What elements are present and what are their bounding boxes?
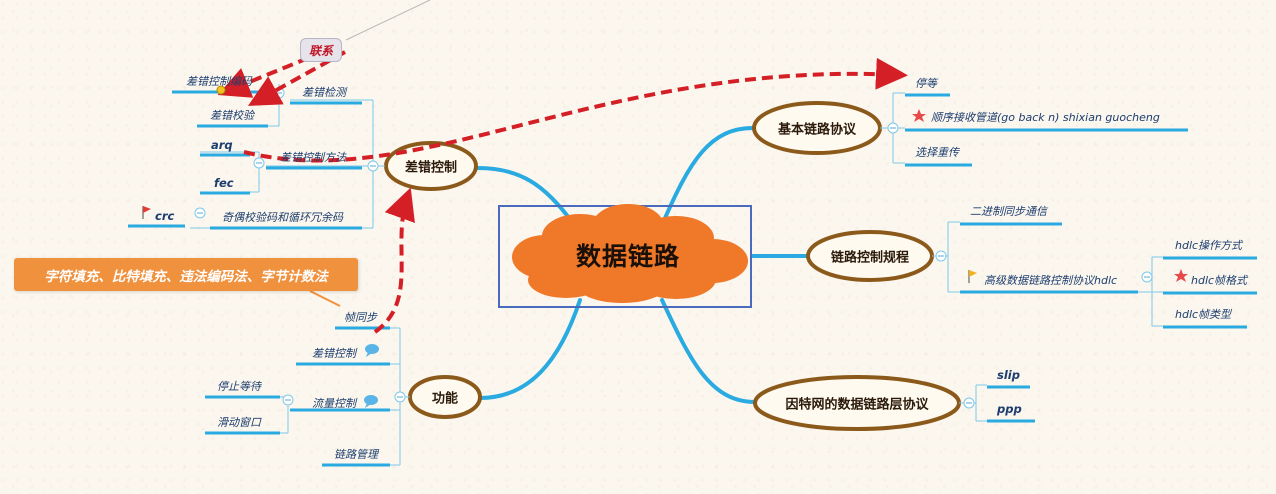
topic-arq[interactable]: arq: [211, 138, 233, 152]
topic-link-management[interactable]: 链路管理: [334, 448, 378, 461]
relation-arq-to-stop-wait: [243, 57, 908, 163]
topic-error-detect[interactable]: 差错检测: [302, 86, 346, 99]
branch-basic-protocols: [660, 126, 755, 227]
topic-slip[interactable]: slip: [997, 368, 1020, 382]
topic-error-method[interactable]: 差错控制方法: [280, 151, 346, 164]
topic-error-coding[interactable]: 差错控制编码: [186, 75, 252, 88]
topic-hdlc[interactable]: 高级数据链路控制协议hdlc: [984, 274, 1118, 287]
marker-icons: [142, 85, 1188, 408]
comment-icon: [364, 395, 378, 408]
topic-ppp[interactable]: ppp: [997, 402, 1022, 416]
center-title[interactable]: 数据链路: [575, 242, 681, 271]
topic-sliding-window[interactable]: 滑动窗口: [217, 416, 261, 429]
callout-pointer: [309, 290, 341, 307]
branch-internet: [660, 298, 757, 404]
topic-error-check[interactable]: 差错校验: [210, 109, 254, 122]
topic-flow-control[interactable]: 流量控制: [312, 397, 356, 410]
topic-func-error-control[interactable]: 差错控制: [312, 347, 356, 360]
center-cloud: [512, 204, 748, 303]
node-basic-protocols[interactable]: 基本链路协议: [777, 122, 857, 138]
callout-framing-methods[interactable]: 字符填充、比特填充、违法编码法、字节计数法: [14, 258, 358, 291]
pin-icon: [216, 85, 226, 95]
node-internet[interactable]: 因特网的数据链路层协议: [785, 397, 929, 413]
topic-fec[interactable]: fec: [214, 176, 234, 190]
branch-error-control: [476, 166, 574, 224]
branch-functions: [478, 298, 582, 400]
node-functions[interactable]: 功能: [431, 391, 459, 407]
flag-icon: [968, 270, 977, 283]
label-underlines: [128, 90, 1257, 467]
relation-frame-sync-to-error-control: [373, 187, 415, 334]
topic-stop-wait[interactable]: 停止等待: [217, 380, 261, 393]
node-link-control[interactable]: 链路控制规程: [830, 250, 910, 266]
topic-selective-repeat[interactable]: 选择重传: [915, 146, 959, 159]
star-icon: [1174, 269, 1188, 282]
star-icon: [912, 109, 926, 122]
topic-hdlc-modes[interactable]: hdlc操作方式: [1175, 239, 1243, 252]
flag-icon: [142, 206, 151, 219]
relation-label[interactable]: 联系: [300, 38, 342, 62]
topic-parity-crc-codes[interactable]: 奇偶校验码和循环冗余码: [222, 211, 343, 224]
comment-icon: [365, 344, 379, 357]
topic-frame-sync[interactable]: 帧同步: [344, 311, 377, 324]
main-branches: [476, 126, 810, 404]
topic-hdlc-frame-format[interactable]: hdlc帧格式: [1191, 274, 1248, 287]
topic-hdlc-frame-types[interactable]: hdlc帧类型: [1175, 308, 1232, 321]
annotation-line: [345, 0, 431, 41]
topic-go-back-n[interactable]: 顺序接收管道(go back n) shixian guocheng: [931, 111, 1160, 124]
topic-crc[interactable]: crc: [155, 209, 175, 223]
topic-bisync[interactable]: 二进制同步通信: [970, 205, 1047, 218]
topic-stop-and-wait[interactable]: 停等: [915, 77, 937, 90]
node-error-control[interactable]: 差错控制: [404, 160, 458, 176]
node-error-control-shape: [384, 141, 478, 191]
